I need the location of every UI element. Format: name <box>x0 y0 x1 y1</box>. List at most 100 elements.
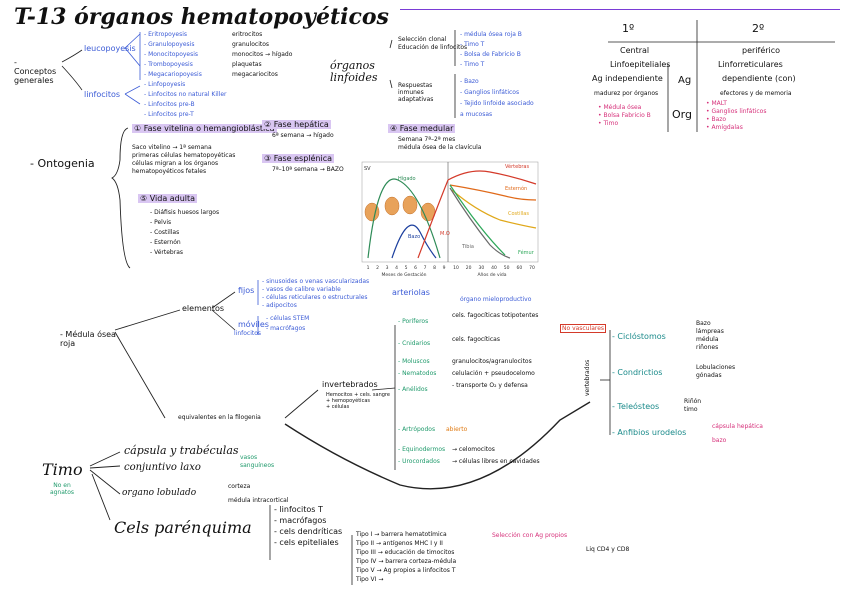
table-cell: Central <box>620 46 650 55</box>
list-item: - Anélidos <box>398 386 428 393</box>
list-item: - macrófagos <box>274 516 327 525</box>
timo-item-2: organo lobulado <box>122 488 197 498</box>
no-vasculares-label: No vasculares <box>560 324 607 333</box>
list-item: - Equinodermos <box>398 446 446 453</box>
fase4-text: Semana 7ª–2ª mes médula ósea de la claví… <box>398 136 482 151</box>
pez-3-notes: cápsula hepática bazo <box>712 423 763 444</box>
list-item: - Diáfisis huesos largos <box>150 209 220 216</box>
list-item: - Tejido linfoide asociado <box>460 100 534 107</box>
list-item: - Bolsa de Fabricio B <box>460 51 521 58</box>
list-item: eritrocitos <box>232 31 263 38</box>
list-item: - Costillas <box>150 229 180 236</box>
list-item: plaquetas <box>232 61 262 68</box>
list-item: • Médula ósea <box>598 104 642 111</box>
medula-label: - Médula ósea roja <box>60 330 116 348</box>
tipos-note-1: Liq CD4 y CD8 <box>586 546 630 553</box>
list-item: Tipo V → Ag propios a linfocitos T <box>356 567 456 574</box>
list-item: • Timo <box>598 120 619 127</box>
fijos-items: - sinusoides o venas vascularizadas - va… <box>262 278 369 310</box>
group-text: → células libres en cavidades <box>452 458 540 465</box>
sub1-label: Selección clonal Educación de linfocitos <box>398 36 468 51</box>
arteriolas-label: arteriolas <box>392 288 430 297</box>
group-text: - transporte O₂ y defensa <box>452 382 528 389</box>
list-item: - cels dendríticas <box>274 527 343 536</box>
list-item: - Megacariopoyesis <box>144 71 202 78</box>
group-text: celulación + pseudocelomo <box>452 370 535 377</box>
mieloproductivo-label: órgano mieloproductivo <box>460 296 532 303</box>
timo-label: Timo <box>42 460 83 479</box>
list-item: - adipocitos <box>262 302 297 309</box>
list-item: a mucosas <box>460 111 493 118</box>
table-cell: efectores y de memoria <box>720 90 792 97</box>
list-item: - Poríferos <box>398 318 429 325</box>
organos-linfoides-label: órganos linfoides <box>330 59 378 84</box>
moviles-label: móviles <box>238 320 269 329</box>
fase3-text: 7ª–10ª semana → BAZO <box>272 166 344 173</box>
group-text: cels. fagocíticas <box>452 336 500 343</box>
page-title: T-13 órganos hematopoyéticos <box>14 4 389 30</box>
table-col1: 1º <box>622 22 635 35</box>
fase5-title: ⑤ Vida adulta <box>138 194 198 203</box>
pez-1-notes: Lobulaciones gónadas <box>696 364 736 379</box>
list-item: - Cnidarios <box>398 340 431 347</box>
conj-notes: vasos sanguíneos <box>240 454 275 469</box>
fase1-title: ① Fase vitelina o hemangioblástica <box>132 124 277 133</box>
group-text: granulocitos/agranulocitos <box>452 358 532 365</box>
sub2-label: Respuestas inmunes adaptativas <box>398 82 434 103</box>
list-item: - Vértebras <box>150 249 183 256</box>
pez-3: - Anfibios urodelos <box>612 428 687 437</box>
table-left-list: • Médula ósea • Bolsa Fabricio B • Timo <box>598 104 651 128</box>
table-right-list: • MALT • Ganglios linfáticos • Bazo • Am… <box>706 100 766 132</box>
list-item: - Linfopoyesis <box>144 81 186 88</box>
conceptos-items: - Eritropoyesis - Granulopoyesis - Monoc… <box>144 30 227 120</box>
group-text: → celomocitos <box>452 446 495 453</box>
fijos-label: fijos <box>238 286 255 295</box>
invert-sub: Hemocitos + cels. sangre + hemopoyéticas… <box>326 392 390 410</box>
tipos-note-0: Selección con Ag propios <box>492 532 568 539</box>
pez-0-notes: Bazo lámpreas médula riñones <box>696 320 724 351</box>
list-item: - Trombopoyesis <box>144 61 193 68</box>
list-item: - células STEM <box>266 315 310 322</box>
list-item: - Artrópodos <box>398 426 436 433</box>
list-item: - Timo T <box>460 41 485 48</box>
list-item: - Linfocitos no natural Killer <box>144 91 227 98</box>
list-item: - Urocordados <box>398 458 440 465</box>
list-item: - cels epiteliales <box>274 538 339 547</box>
table-cell: periférico <box>742 46 781 55</box>
list-item: • Amígdalas <box>706 124 743 131</box>
list-item: - Bazo <box>460 78 479 85</box>
sub1-items: - médula ósea roja B - Timo T - Bolsa de… <box>460 30 522 70</box>
fase2-title: ② Fase hepática <box>262 120 331 129</box>
list-item: - Moluscos <box>398 358 430 365</box>
pez-2: - Teleósteos <box>612 402 660 411</box>
fase1-text: Saco vitelino → 1ª semana primeras célul… <box>132 144 236 175</box>
fase5-items: - Diáfisis huesos largos - Pelvis - Cost… <box>150 208 219 258</box>
fase2-text: 6ª semana → hígado <box>272 132 334 139</box>
leucopoyesis-label: leucopoyesis <box>84 44 136 53</box>
list-item: Tipo VI → <box>356 576 384 583</box>
list-item: - Nematodos <box>398 370 437 377</box>
conceptos-label: - Conceptos generales <box>14 58 57 85</box>
table-cell: Linforreticulares <box>718 60 783 69</box>
table-cell: madurez por órganos <box>594 90 659 97</box>
list-item: - Linfocitos pre-T <box>144 111 194 118</box>
list-item: - linfocitos T <box>274 505 323 514</box>
list-item: • Bolsa Fabricio B <box>598 112 651 119</box>
conceptos-notes: eritrocitos granulocitos monocitos → híg… <box>232 30 292 80</box>
list-item: - Eritropoyesis <box>144 31 187 38</box>
table-cell: Linfoepiteliales <box>610 60 671 69</box>
list-item: - Pelvis <box>150 219 172 226</box>
list-item: Tipo II → antígenos MHC I y II <box>356 540 443 547</box>
group-text: abierto <box>446 426 468 433</box>
pez-1: - Condrictios <box>612 368 663 377</box>
org-label: Org <box>672 108 692 121</box>
moviles-sub: linfocitos <box>234 330 262 337</box>
equivalentes-label: equivalentes en la filogenia <box>178 414 261 421</box>
list-item: Tipo III → educación de timocitos <box>356 549 455 556</box>
table-cell: Ag independiente <box>592 74 663 83</box>
timo-item-1: conjuntivo laxo <box>124 462 201 473</box>
linfocitos-label: linfocitos <box>84 90 121 99</box>
tipos-list: Tipo I → barrera hematotímica Tipo II → … <box>356 530 456 584</box>
list-item: monocitos → hígado <box>232 51 293 58</box>
